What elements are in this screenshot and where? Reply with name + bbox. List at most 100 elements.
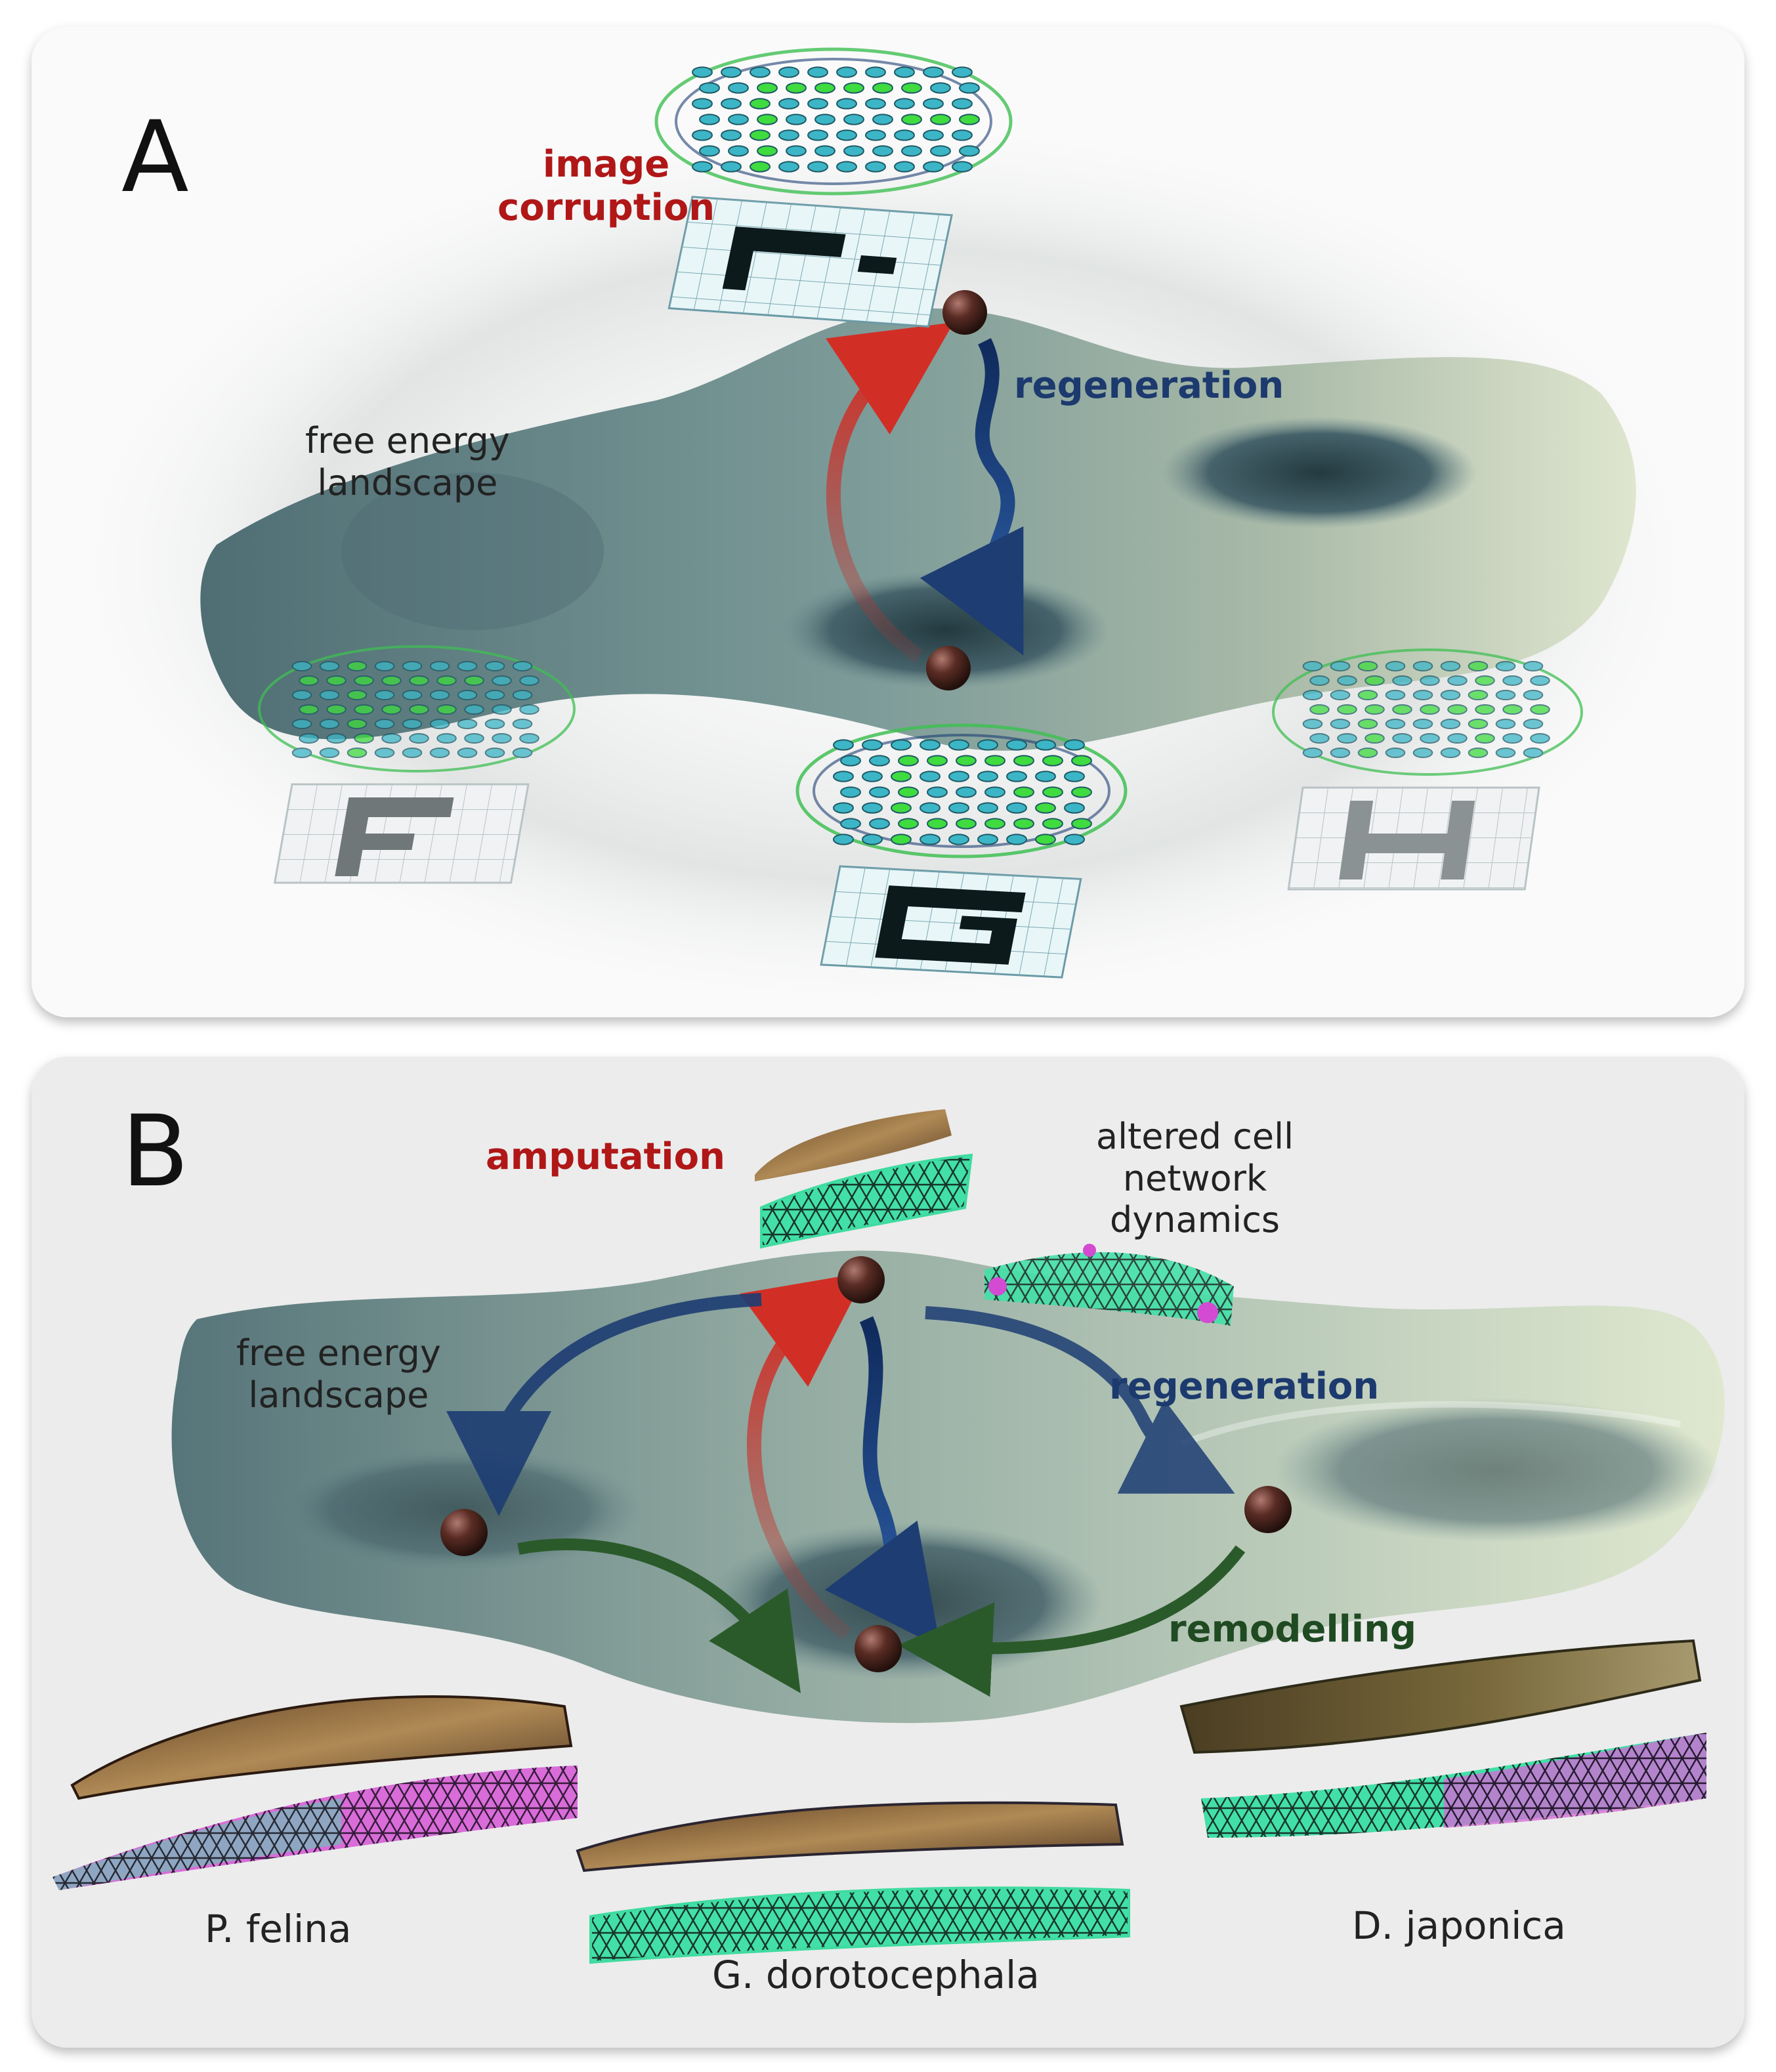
regeneration-label-b: regeneration xyxy=(1109,1365,1380,1408)
neuron-node xyxy=(692,161,713,173)
neuron-node xyxy=(429,747,450,759)
neuron-node xyxy=(299,732,319,744)
neuron-node xyxy=(750,98,771,110)
image-corruption-arrow xyxy=(825,322,954,662)
neuron-node xyxy=(807,161,828,173)
neuron-node xyxy=(865,129,886,141)
neuron-node xyxy=(692,98,713,110)
neuron-node xyxy=(1330,718,1351,730)
neuron-node xyxy=(891,771,912,782)
neuron-node xyxy=(319,747,340,759)
neuron-node xyxy=(409,704,429,715)
landscape-well-a-right xyxy=(1162,417,1477,528)
neuron-node xyxy=(1302,660,1323,672)
neuron-node xyxy=(1412,689,1433,701)
neuron-node xyxy=(1523,747,1544,759)
neuron-node xyxy=(836,161,857,173)
neuron-node xyxy=(1330,689,1351,701)
neuron-node xyxy=(464,732,484,744)
neuron-node xyxy=(872,145,893,157)
neuron-node xyxy=(347,689,368,701)
neuron-node xyxy=(1302,718,1323,730)
neuron-node xyxy=(807,129,828,141)
regeneration-arrow-b-center xyxy=(824,1316,941,1648)
landscape-surface-b xyxy=(171,1250,1725,1723)
neuron-node xyxy=(1337,675,1357,687)
neuron-node xyxy=(464,675,484,687)
neuron-node xyxy=(1064,802,1085,814)
neuron-node xyxy=(484,660,505,672)
neuron-node xyxy=(1385,689,1406,701)
neuron-node xyxy=(1364,732,1385,744)
neuron-node xyxy=(1530,732,1550,744)
neuron-node xyxy=(436,732,457,744)
neuron-network-F xyxy=(258,645,576,772)
neuron-node xyxy=(374,718,395,730)
landscape-label-a: free energy landscape xyxy=(305,420,510,503)
state-ball-b-top xyxy=(837,1256,885,1303)
neuron-node xyxy=(1475,704,1495,715)
neuron-network-H xyxy=(1272,648,1583,776)
neuron-node xyxy=(1006,802,1027,814)
neuron-node xyxy=(1385,718,1406,730)
neuron-node xyxy=(750,129,771,141)
neuron-node xyxy=(778,98,799,110)
neuron-node xyxy=(757,145,778,157)
neuron-node xyxy=(374,660,395,672)
neuron-node xyxy=(840,818,861,830)
neuron-node xyxy=(833,834,854,845)
neuron-node xyxy=(1392,704,1412,715)
neuron-node xyxy=(1357,747,1378,759)
neuron-node xyxy=(984,818,1005,830)
neuron-node xyxy=(1330,660,1351,672)
neuron-node xyxy=(347,747,368,759)
neuron-node xyxy=(901,114,922,125)
neuron-node xyxy=(843,145,864,157)
neuron-node xyxy=(1309,732,1330,744)
neuron-node xyxy=(1385,747,1406,759)
neuron-node xyxy=(347,660,368,672)
neuron-node xyxy=(977,834,998,845)
neuron-node xyxy=(381,675,402,687)
neuron-node xyxy=(1523,689,1544,701)
neuron-node xyxy=(814,145,835,157)
neuron-node xyxy=(948,771,969,782)
neuron-node xyxy=(1309,675,1330,687)
neuron-node xyxy=(512,660,533,672)
neuron-node xyxy=(492,675,512,687)
neuron-node xyxy=(699,82,720,94)
neuron-node xyxy=(457,660,478,672)
neuron-node xyxy=(1502,675,1523,687)
neuron-node xyxy=(1440,660,1461,672)
neuron-node xyxy=(429,718,450,730)
neuron-node xyxy=(778,129,799,141)
neuron-node xyxy=(1364,675,1385,687)
neuron-node xyxy=(1475,675,1495,687)
neuron-node xyxy=(699,145,720,157)
neuron-node xyxy=(291,689,312,701)
neuron-node xyxy=(381,704,402,715)
neuron-node xyxy=(1495,660,1516,672)
neuron-node xyxy=(1071,786,1092,798)
remodelling-label: remodelling xyxy=(1168,1608,1417,1651)
neuron-node xyxy=(894,161,915,173)
neuron-node xyxy=(891,802,912,814)
neuron-node xyxy=(1042,755,1063,767)
neuron-node xyxy=(326,732,347,744)
neuron-node xyxy=(814,114,835,125)
letter-grid-G xyxy=(820,865,1082,979)
amputation-label: amputation xyxy=(486,1135,725,1178)
neuron-node xyxy=(959,145,980,157)
state-ball-b-center xyxy=(855,1625,902,1672)
neuron-node xyxy=(750,66,771,78)
neuron-node xyxy=(891,739,912,751)
neuron-node xyxy=(721,98,742,110)
landscape-ridge-b-right xyxy=(1180,1401,1681,1447)
neuron-node xyxy=(920,834,941,845)
neuron-node xyxy=(927,818,948,830)
neuron-node xyxy=(959,114,980,125)
neuron-node xyxy=(956,786,977,798)
neuron-node xyxy=(872,82,893,94)
neuron-node xyxy=(930,82,951,94)
neuron-node xyxy=(402,660,423,672)
